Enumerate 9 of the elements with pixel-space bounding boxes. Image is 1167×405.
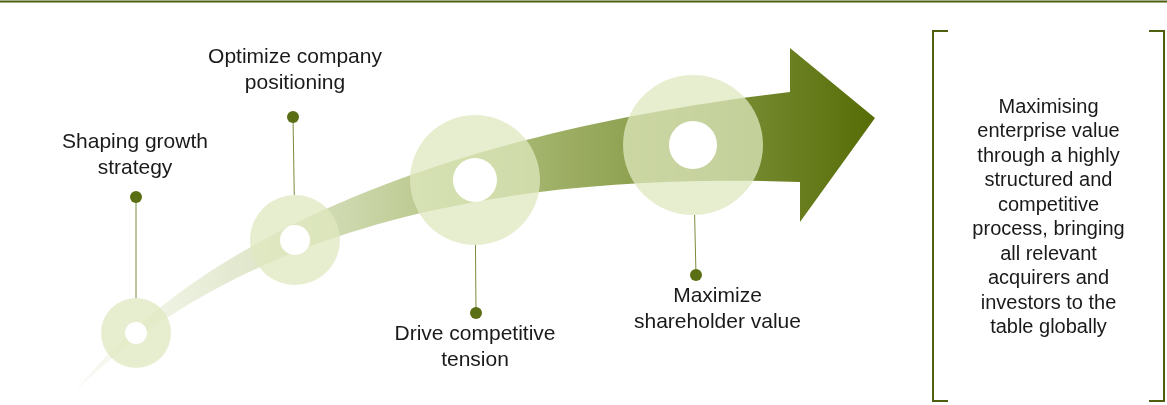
leader-line [287,111,299,196]
leader-line [690,214,702,281]
leader-line [470,244,482,319]
step-label: Drive competitive tension [393,320,557,372]
summary-text: Maximising enterprise value through a highly structured and competitive process, bringing all relevant acquirers and investors to the table globally [971,93,1126,339]
leader-line [130,191,142,299]
step-label: Optimize company positioning [207,43,383,95]
step-label: Maximize shareholder value [633,282,802,334]
step-label: Shaping growth strategy [61,128,209,180]
